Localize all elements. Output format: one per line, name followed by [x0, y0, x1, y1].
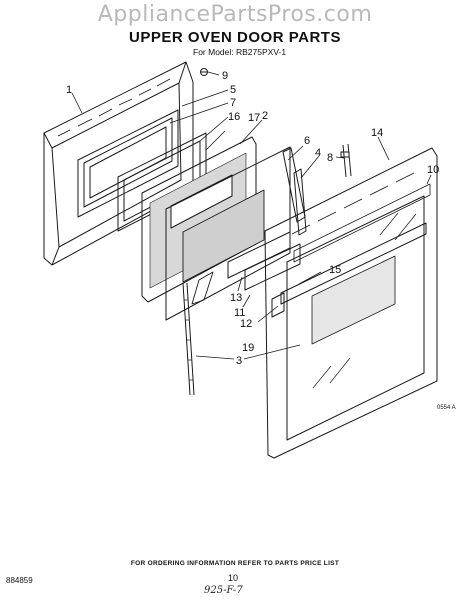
- callout-13: 13: [230, 292, 242, 304]
- callout-17: 17: [248, 112, 260, 124]
- watermark: AppliancePartsPros.com: [97, 2, 373, 27]
- callout-8: 8: [327, 152, 333, 164]
- callout-12: 12: [240, 318, 252, 330]
- front-door-assembly: [264, 147, 438, 459]
- document-code: 884859: [6, 576, 33, 585]
- page-title: UPPER OVEN DOOR PARTS: [129, 29, 341, 46]
- callout-9: 9: [222, 70, 228, 82]
- ordering-note: FOR ORDERING INFORMATION REFER TO PARTS …: [130, 560, 340, 567]
- callout-14: 14: [371, 127, 383, 139]
- callout-5: 5: [230, 84, 236, 96]
- inner-liner: [165, 146, 291, 321]
- callout-2: 2: [262, 110, 268, 122]
- callout-11: 11: [234, 307, 245, 319]
- callout-19: 19: [242, 342, 254, 354]
- hinge-bracket: [340, 143, 352, 178]
- glass-spacer: [227, 231, 301, 291]
- callout-1: 1: [66, 84, 72, 96]
- callout-4: 4: [315, 147, 321, 159]
- callouts: 9 5 7 16 17 2 1 6 4 8 14 10 15 13 11 12 …: [66, 70, 456, 411]
- gasket-strip: [182, 282, 195, 396]
- figure-id: 0554 A: [437, 405, 456, 411]
- leader-lines: [71, 71, 432, 360]
- screw: [200, 68, 208, 76]
- callout-10: 10: [427, 164, 439, 176]
- callout-16: 16: [228, 111, 240, 123]
- page-number: 10: [228, 573, 239, 583]
- side-channels: [282, 147, 307, 236]
- callout-6: 6: [304, 135, 310, 147]
- callout-3: 3: [236, 355, 242, 367]
- handwritten-note: 925-F-7: [204, 585, 243, 596]
- model-label: For Model: RB275PXV-1: [193, 47, 287, 57]
- callout-7: 7: [230, 97, 236, 109]
- callout-15: 15: [329, 264, 341, 276]
